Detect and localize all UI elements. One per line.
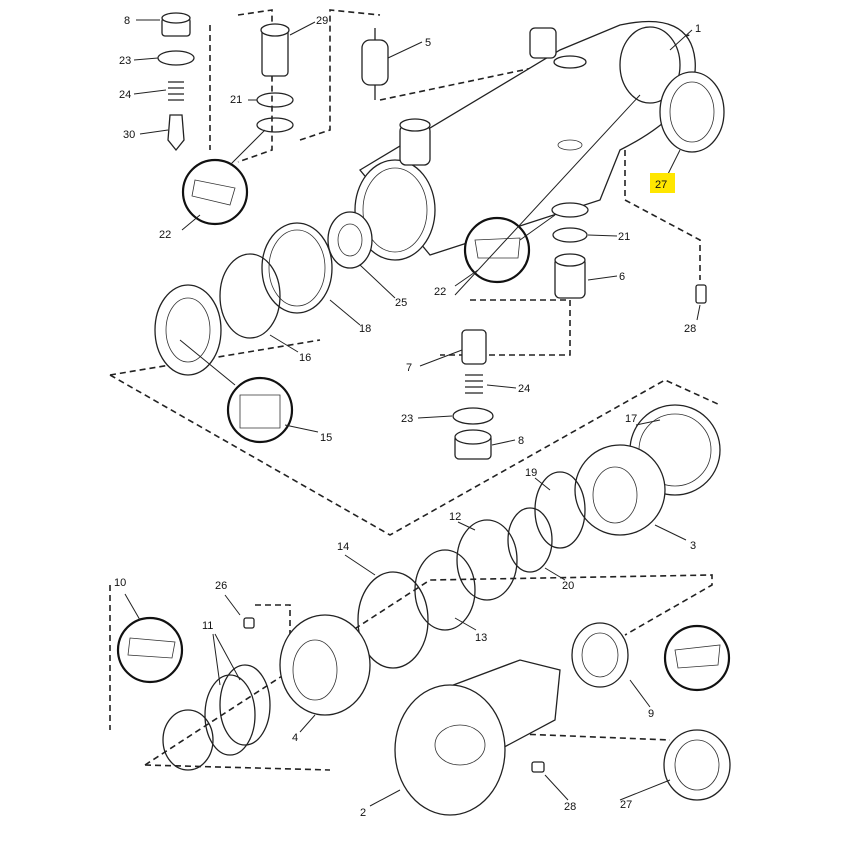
cylinder-body-part-1 xyxy=(354,21,696,261)
label-21: 21 xyxy=(230,94,242,106)
port-parts-top-left xyxy=(157,12,389,152)
port-parts-right xyxy=(452,71,725,460)
part-labels: 8 29 23 5 1 24 21 30 27 22 21 22 25 6 28… xyxy=(114,15,701,819)
label-17: 17 xyxy=(625,413,637,425)
label-9: 9 xyxy=(648,708,654,720)
label-13: 13 xyxy=(475,632,487,644)
label-23: 23 xyxy=(119,55,131,67)
label-10: 10 xyxy=(114,577,126,589)
label-26: 26 xyxy=(215,580,227,592)
label-16: 16 xyxy=(299,352,311,364)
label-15: 15 xyxy=(320,432,332,444)
label-3: 3 xyxy=(690,540,696,552)
label-24: 24 xyxy=(518,383,530,395)
label-29: 29 xyxy=(316,15,328,27)
label-6: 6 xyxy=(619,271,625,283)
label-27: 27 xyxy=(620,799,632,811)
label-25: 25 xyxy=(395,297,407,309)
label-8: 8 xyxy=(124,15,130,27)
label-27-highlighted: 27 xyxy=(655,179,667,191)
label-2: 2 xyxy=(360,807,366,819)
label-8: 8 xyxy=(518,435,524,447)
label-21: 21 xyxy=(618,231,630,243)
label-22: 22 xyxy=(159,229,171,241)
label-5: 5 xyxy=(425,37,431,49)
rod-eye-part-2 xyxy=(394,659,561,816)
label-28: 28 xyxy=(684,323,696,335)
label-12: 12 xyxy=(449,511,461,523)
leader-lines xyxy=(124,19,701,807)
label-1: 1 xyxy=(695,23,701,35)
label-4: 4 xyxy=(292,732,298,744)
label-30: 30 xyxy=(123,129,135,141)
label-22: 22 xyxy=(434,286,446,298)
label-20: 20 xyxy=(562,580,574,592)
label-7: 7 xyxy=(406,362,412,374)
label-11: 11 xyxy=(202,620,213,632)
label-14: 14 xyxy=(337,541,349,553)
highlight-box xyxy=(650,173,675,193)
label-24: 24 xyxy=(119,89,131,101)
seals-and-rings xyxy=(154,211,731,801)
label-23: 23 xyxy=(401,413,413,425)
label-18: 18 xyxy=(359,323,371,335)
label-28: 28 xyxy=(564,801,576,813)
label-19: 19 xyxy=(525,467,537,479)
